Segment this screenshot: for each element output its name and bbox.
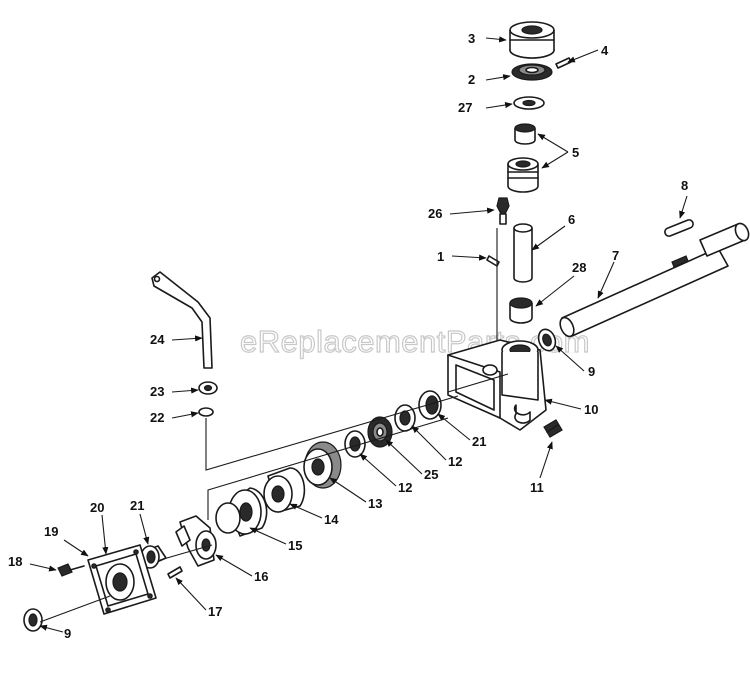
label-21-lower: 21 bbox=[130, 498, 144, 513]
label-6: 6 bbox=[568, 212, 575, 227]
part-12-washer-lower bbox=[344, 430, 366, 458]
label-15: 15 bbox=[288, 538, 302, 553]
part-9-seal-upper bbox=[537, 328, 557, 352]
part-2-bearing bbox=[511, 63, 553, 81]
label-21-upper: 21 bbox=[472, 434, 486, 449]
part-10-gear-housing bbox=[447, 339, 547, 431]
part-15-clutch-cone bbox=[215, 487, 268, 537]
part-13-gear-large bbox=[303, 441, 342, 489]
label-11: 11 bbox=[530, 480, 544, 495]
part-14-bevel-gear bbox=[263, 467, 306, 513]
part-12-washer-upper bbox=[394, 404, 416, 432]
part-7-drive-shaft bbox=[559, 222, 750, 338]
part-17-pin bbox=[167, 566, 183, 579]
label-25: 25 bbox=[424, 467, 438, 482]
part-16-shift-fork bbox=[175, 515, 217, 567]
label-18: 18 bbox=[8, 554, 22, 569]
label-12-lower: 12 bbox=[398, 480, 412, 495]
label-24: 24 bbox=[150, 332, 165, 347]
label-16: 16 bbox=[254, 569, 268, 584]
label-26: 26 bbox=[428, 206, 442, 221]
label-28: 28 bbox=[572, 260, 586, 275]
part-6-shaft bbox=[513, 223, 533, 283]
part-8-pin bbox=[664, 219, 694, 237]
label-9-lower: 9 bbox=[64, 626, 71, 641]
part-3-pulley bbox=[509, 21, 555, 59]
label-9-upper: 9 bbox=[588, 364, 595, 379]
part-11-set-screw bbox=[543, 419, 563, 438]
label-27: 27 bbox=[458, 100, 472, 115]
part-5-bushings bbox=[507, 123, 539, 193]
part-22-clip bbox=[198, 407, 214, 417]
label-20: 20 bbox=[90, 500, 104, 515]
part-20-cover-plate bbox=[87, 544, 157, 615]
label-4: 4 bbox=[601, 43, 609, 58]
assembly-lines bbox=[39, 373, 509, 623]
label-3: 3 bbox=[468, 31, 475, 46]
part-28-bushing bbox=[509, 297, 533, 324]
label-7: 7 bbox=[612, 248, 619, 263]
label-14: 14 bbox=[324, 512, 339, 527]
label-23: 23 bbox=[150, 384, 164, 399]
part-24-shift-lever bbox=[151, 271, 213, 369]
label-22: 22 bbox=[150, 410, 164, 425]
label-12-upper: 12 bbox=[448, 454, 462, 469]
label-17: 17 bbox=[208, 604, 222, 619]
callout-arrows bbox=[29, 36, 688, 633]
part-18-bolt bbox=[57, 563, 85, 577]
part-9-seal-lower bbox=[23, 608, 43, 632]
label-19: 19 bbox=[44, 524, 58, 539]
part-4-pin bbox=[555, 57, 572, 69]
part-27-washer bbox=[513, 96, 545, 110]
label-8: 8 bbox=[681, 178, 688, 193]
part-23-washer bbox=[198, 381, 218, 395]
part-26-grease-fitting bbox=[496, 197, 510, 225]
label-1: 1 bbox=[437, 249, 444, 264]
label-5: 5 bbox=[572, 145, 579, 160]
label-13: 13 bbox=[368, 496, 382, 511]
label-10: 10 bbox=[584, 402, 598, 417]
part-21-spacer-upper bbox=[418, 390, 442, 420]
label-2: 2 bbox=[468, 72, 475, 87]
